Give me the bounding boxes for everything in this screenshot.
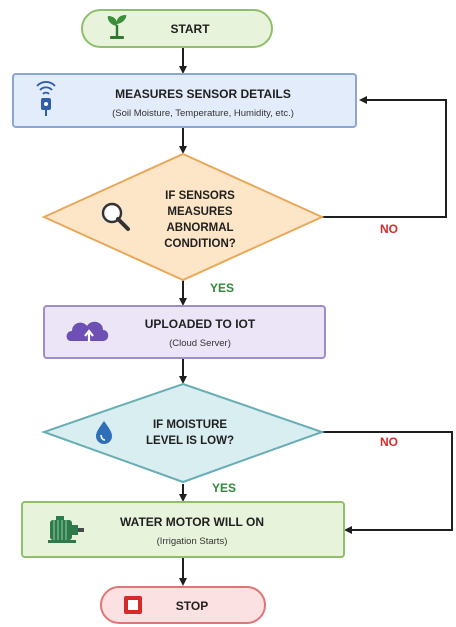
cloud-upload-icon [66,321,109,342]
motor-icon [48,516,84,543]
motor-subtitle: (Irrigation Starts) [157,536,228,547]
abnormal-decision-shape [41,152,325,282]
measure-subtitle: (Soil Moisture, Temperature, Humidity, e… [112,108,294,119]
abnormal-line-3: ABNORMAL [166,222,233,234]
measure-node: MEASURES SENSOR DETAILS (Soil Moisture, … [12,73,357,128]
start-node: START [81,9,273,48]
motor-process-shape [21,501,345,558]
abnormal-decision-node: IF SENSORS MEASURES ABNORMAL CONDITION? [41,152,325,282]
upload-subtitle: (Cloud Server) [169,338,231,349]
moisture-decision-shape [40,382,326,484]
moisture-decision-node: IF MOISTURE LEVEL IS LOW? [40,382,326,484]
measure-process-shape [12,73,357,128]
measure-title: MEASURES SENSOR DETAILS [115,87,291,101]
start-terminal-shape [81,9,273,48]
abnormal-no-label: NO [380,222,398,236]
moisture-yes-label: YES [212,481,236,495]
upload-node: UPLOADED TO IOT (Cloud Server) [43,305,326,359]
water-drop-icon [96,421,112,444]
abnormal-line-1: IF SENSORS [165,190,235,202]
magnifier-icon [101,202,130,231]
abnormal-yes-label: YES [210,281,234,295]
connectors [179,47,453,586]
motor-title: WATER MOTOR WILL ON [120,515,264,529]
abnormal-line-2: MEASURES [167,206,233,218]
arrow-moisture-no-to-motor [322,431,453,534]
upload-title: UPLOADED TO IOT [145,317,256,331]
moisture-no-label: NO [380,435,398,449]
moisture-line-1: IF MOISTURE [153,419,227,431]
motor-node: WATER MOTOR WILL ON (Irrigation Starts) [21,501,345,558]
stop-terminal-shape [100,586,266,624]
stop-node: STOP [100,586,266,624]
abnormal-line-4: CONDITION? [164,238,236,250]
moisture-line-2: LEVEL IS LOW? [146,435,234,447]
start-label: START [170,22,210,36]
sensor-icon [36,81,56,116]
upload-process-shape [43,305,326,359]
sprout-icon [107,15,127,39]
stop-icon [124,596,142,614]
stop-label: STOP [176,599,208,613]
arrow-abnormal-no-loop [322,96,447,218]
